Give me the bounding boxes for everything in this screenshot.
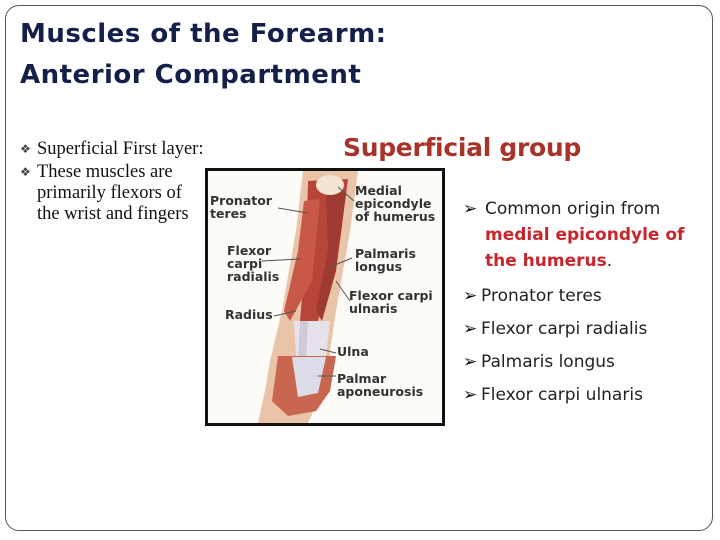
muscle-list-item: ➢ Flexor carpi ulnaris — [463, 379, 684, 412]
muscle-name: Flexor carpi ulnaris — [481, 385, 643, 405]
arrow-bullet-icon: ➢ — [463, 346, 477, 379]
slide-title-line-1: Muscles of the Forearm: — [20, 14, 387, 55]
common-origin-prefix: Common origin from — [485, 199, 660, 219]
muscle-name: Flexor carpi radialis — [481, 319, 647, 339]
common-origin-item: ➢ Common origin from medial epicondyle o… — [463, 196, 684, 280]
arrow-bullet-icon: ➢ — [463, 313, 477, 346]
superficial-group-list: ➢ Common origin from medial epicondyle o… — [463, 196, 684, 412]
arrow-bullet-icon: ➢ — [463, 379, 477, 412]
label-flexor-carpi-ulnaris: Flexor carpi ulnaris — [349, 289, 433, 315]
muscle-list-item: ➢ Pronator teres — [463, 280, 684, 313]
slide-title-line-2: Anterior Compartment — [20, 55, 387, 96]
arrow-bullet-icon: ➢ — [463, 280, 477, 313]
label-flexor-carpi-radialis: Flexor carpi radialis — [227, 244, 279, 283]
label-ulna: Ulna — [337, 345, 369, 358]
ornamental-bullet-icon: ❖ — [20, 139, 31, 160]
ornamental-bullet-icon: ❖ — [20, 162, 31, 183]
left-bullet-item: ❖ Superficial First layer: — [20, 139, 205, 160]
label-pronator-teres: Pronator teres — [210, 194, 272, 220]
label-palmaris-longus: Palmaris longus — [355, 247, 416, 273]
forearm-muscle-illustration: Pronator teres Medial epicondyle of hume… — [205, 168, 445, 426]
medial-epicondyle-shape — [316, 175, 344, 195]
left-bullet-list: ❖ Superficial First layer: ❖ These muscl… — [20, 139, 205, 227]
label-palmar-aponeurosis: Palmar aponeurosis — [337, 372, 423, 398]
slide-title: Muscles of the Forearm: Anterior Compart… — [20, 14, 387, 96]
label-radius: Radius — [225, 308, 273, 321]
common-origin-highlight-1: medial epicondyle of — [485, 225, 684, 245]
muscle-list-item: ➢ Palmaris longus — [463, 346, 684, 379]
left-bullet-text: Superficial First layer: — [37, 139, 203, 159]
muscle-list-item: ➢ Flexor carpi radialis — [463, 313, 684, 346]
common-origin-suffix: . — [607, 251, 612, 271]
superficial-group-heading: Superficial group — [343, 133, 581, 162]
arrow-bullet-icon: ➢ — [463, 196, 477, 222]
muscle-name: Pronator teres — [481, 286, 602, 306]
label-medial-epicondyle: Medial epicondyle of humerus — [355, 184, 435, 223]
common-origin-highlight-2: the humerus — [485, 251, 607, 271]
left-bullet-item: ❖ These muscles are primarily flexors of… — [20, 162, 205, 225]
muscle-name: Palmaris longus — [481, 352, 615, 372]
left-bullet-text: These muscles are primarily flexors of t… — [37, 162, 189, 224]
